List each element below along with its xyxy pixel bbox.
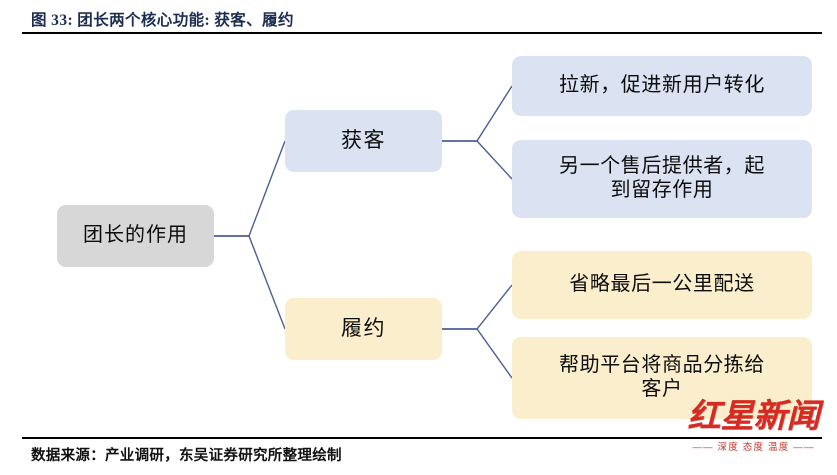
tree-node-root[interactable]: 团长的作用 (57, 205, 214, 267)
tree-diagram: 团长的作用 获客 履约 拉新，促进新用户转化 另一个售后提供者，起 到留存作用 … (0, 40, 837, 435)
connector-root-to-lvyue (214, 235, 286, 330)
watermark-tagline: —— 深度 态度 温度 —— (692, 442, 815, 453)
header-divider (22, 32, 822, 34)
source-note: 数据来源：产业调研，东吴证券研究所整理绘制 (31, 448, 342, 464)
footer-divider (22, 437, 822, 439)
connector-huoke-to-leaf-2 (442, 140, 513, 180)
connector-root-to-huoke (214, 140, 286, 237)
tree-node-branch-huoke[interactable]: 获客 (285, 110, 442, 172)
tree-node-leaf-lvyue-1[interactable]: 省略最后一公里配送 (512, 251, 812, 319)
tree-node-leaf-huoke-2[interactable]: 另一个售后提供者，起 到留存作用 (512, 140, 812, 218)
connector-huoke-to-leaf-1 (442, 85, 513, 142)
connector-lvyue-to-leaf-4 (442, 328, 513, 379)
connector-lvyue-to-leaf-3 (442, 284, 513, 330)
tree-node-branch-lvyue[interactable]: 履约 (285, 298, 442, 360)
page-title: 图 33: 团长两个核心功能: 获客、履约 (31, 12, 294, 29)
tree-node-leaf-lvyue-2[interactable]: 帮助平台将商品分拣给 客户 (512, 337, 812, 419)
tree-node-leaf-huoke-1[interactable]: 拉新，促进新用户转化 (512, 56, 812, 116)
